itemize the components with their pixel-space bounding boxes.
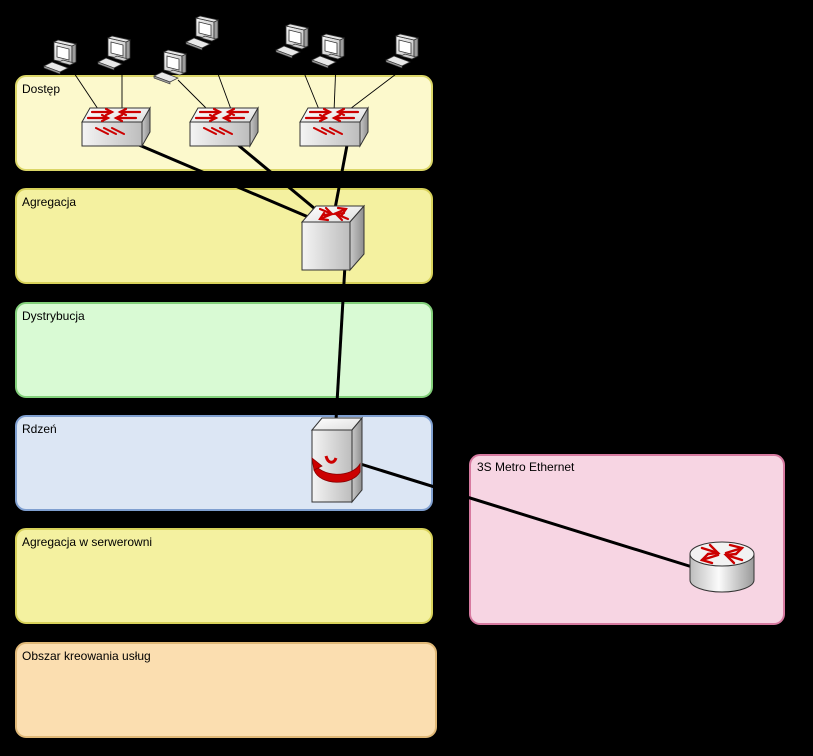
- access-switch-icon: [188, 106, 260, 148]
- layer-dystrybucja-label: Dystrybucja: [22, 309, 85, 323]
- metro-ethernet-area: 3S Metro Ethernet: [469, 454, 785, 625]
- uplinks: [117, 134, 703, 572]
- workstation-icon: [43, 39, 77, 75]
- workstation-icon: [185, 15, 219, 51]
- workstation-icon: [97, 35, 131, 71]
- workstation-icon: [385, 33, 419, 69]
- layer-agregacja-serwerownia-label: Agregacja w serwerowni: [22, 535, 152, 549]
- metro-router-icon: [689, 541, 755, 593]
- layer-dystrybucja: Dystrybucja: [15, 302, 433, 398]
- layer-agregacja: Agregacja: [15, 188, 433, 284]
- aggregation-switch-icon: [300, 204, 366, 272]
- workstation-icon: [311, 33, 345, 69]
- access-switch-icon: [80, 106, 152, 148]
- layer-agregacja-label: Agregacja: [22, 195, 76, 209]
- layer-obszar-uslug-label: Obszar kreowania usług: [22, 649, 151, 663]
- pc-links: [71, 51, 405, 113]
- layer-dostep-label: Dostęp: [22, 82, 60, 96]
- layer-rdzen-label: Rdzeń: [22, 422, 57, 436]
- core-router-icon: [310, 416, 364, 504]
- layer-rdzen: Rdzeń: [15, 415, 433, 511]
- layer-agregacja-serwerownia: Agregacja w serwerowni: [15, 528, 433, 624]
- layer-obszar-uslug: Obszar kreowania usług: [15, 642, 437, 738]
- access-switch-icon: [298, 106, 370, 148]
- metro-ethernet-label: 3S Metro Ethernet: [477, 460, 575, 474]
- workstation-icon: [275, 23, 309, 59]
